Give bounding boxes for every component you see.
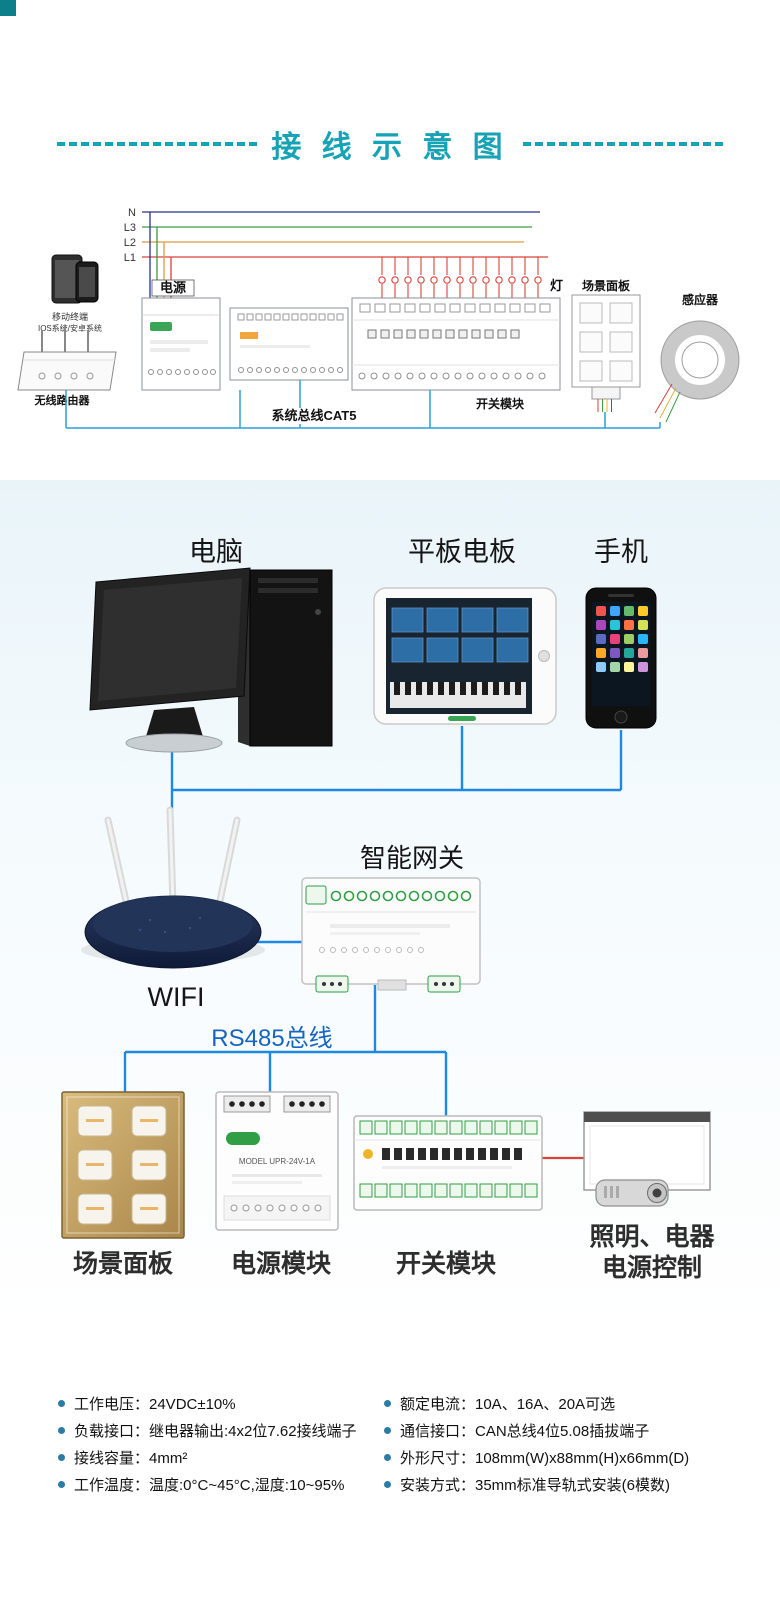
- spec-item: 通信接口：CAN总线4位5.08插拔端子: [384, 1417, 689, 1444]
- scene-panel-label: 场景面板: [72, 1250, 174, 1278]
- schematic-scene-panel: [571, 294, 641, 412]
- power-module-graphic: MODEL UPR-24V-1A: [215, 1091, 339, 1231]
- bullet-icon: [384, 1481, 391, 1488]
- spec-column-right: 额定电流：10A、16A、20A可选 通信接口：CAN总线4位5.08插拔端子 …: [384, 1390, 689, 1498]
- gateway-label: 智能网关: [359, 843, 465, 873]
- spec-text: 工作电压：24VDC±10%: [74, 1396, 236, 1413]
- spec-text: 通信接口：CAN总线4位5.08插拔端子: [400, 1423, 650, 1440]
- rs485-bus-label: RS485总线: [211, 1025, 333, 1052]
- spec-item: 额定电流：10A、16A、20A可选: [384, 1390, 689, 1417]
- wiring-schematic: N L3 L2 L1 灯: [17, 207, 740, 429]
- phone-graphic: [585, 587, 657, 729]
- spec-text: 负载接口：继电器输出:4x2位7.62接线端子: [74, 1423, 357, 1440]
- switch-module-label: 开关模块: [395, 1250, 497, 1278]
- wifi-label: WIFI: [147, 982, 205, 1012]
- spec-text: 外形尺寸：108mm(W)x88mm(H)x66mm(D): [400, 1450, 690, 1467]
- phone-label: 手机: [594, 537, 648, 567]
- lighting-control-label: 照明、电器 电源控制: [589, 1222, 714, 1284]
- line-label-n: N: [128, 207, 136, 219]
- bullet-icon: [384, 1400, 391, 1407]
- computer-label: 电脑: [189, 537, 243, 567]
- schematic-mobile-devices: [51, 254, 99, 304]
- corner-decoration: [0, 0, 16, 16]
- lamp-label: 灯: [550, 278, 563, 293]
- lighting-control-line1: 照明、电器: [589, 1223, 715, 1251]
- projector-screen-graphic: [583, 1111, 711, 1207]
- title-dash-left: [57, 142, 258, 146]
- bus-label-bg: [258, 408, 370, 424]
- bullet-icon: [58, 1400, 65, 1407]
- schematic-gateway-module: [229, 307, 349, 381]
- bullet-icon: [58, 1454, 65, 1461]
- switch-label-bg: [466, 396, 534, 411]
- line-label-l1: L1: [124, 252, 136, 264]
- system-diagram: MODEL UPR-24V-1A: [61, 567, 711, 1239]
- page-title: 接 线 示 意 图: [271, 131, 509, 164]
- schematic-switch-module: [351, 297, 561, 391]
- bullet-icon: [384, 1454, 391, 1461]
- bullet-icon: [384, 1427, 391, 1434]
- power-label: 电源: [160, 280, 186, 295]
- schematic-bus-lines: [65, 380, 661, 429]
- scene-panel-graphic: [61, 1091, 185, 1239]
- spec-text: 安装方式：35mm标准导轨式安装(6模数): [400, 1477, 671, 1494]
- power-label-box: [151, 279, 195, 297]
- switch-module-graphic: [353, 1115, 543, 1211]
- mobile-label-line2: IOS系统/安卓系统: [38, 323, 102, 333]
- spec-text: 接线容量：4mm²: [74, 1450, 188, 1467]
- spec-item: 工作电压：24VDC±10%: [58, 1390, 357, 1417]
- tablet-graphic: [373, 587, 557, 725]
- spec-text: 额定电流：10A、16A、20A可选: [400, 1396, 616, 1413]
- power-module-label: 电源模块: [230, 1250, 332, 1278]
- wifi-router-graphic: [81, 806, 265, 969]
- tablet-label: 平板电板: [408, 537, 516, 567]
- gateway-module-graphic: [301, 877, 481, 993]
- schematic-router: [17, 326, 117, 391]
- spec-item: 工作温度：温度:0°C~45°C,湿度:10~95%: [58, 1471, 357, 1498]
- router-label: 无线路由器: [34, 393, 91, 407]
- line-label-l3: L3: [124, 222, 136, 234]
- spec-column-left: 工作电压：24VDC±10% 负载接口：继电器输出:4x2位7.62接线端子 接…: [58, 1390, 357, 1498]
- bullet-icon: [58, 1427, 65, 1434]
- switch-module-schematic-label: 开关模块: [476, 396, 525, 411]
- schematic-power-module: [141, 297, 221, 391]
- sensor-label: 感应器: [682, 292, 719, 307]
- mobile-label-line1: 移动终端: [52, 311, 88, 322]
- power-lines: [142, 211, 548, 298]
- title-dash-right: [522, 142, 723, 146]
- bullet-icon: [58, 1481, 65, 1488]
- title-section: 接 线 示 意 图: [0, 122, 780, 166]
- schematic-sensor: [654, 320, 740, 423]
- spec-item: 外形尺寸：108mm(W)x88mm(H)x66mm(D): [384, 1444, 689, 1471]
- spec-item: 安装方式：35mm标准导轨式安装(6模数): [384, 1471, 689, 1498]
- line-label-l2: L2: [124, 237, 136, 249]
- scene-panel-schematic-label: 场景面板: [582, 278, 631, 293]
- bus-label: 系统总线CAT5: [272, 408, 357, 423]
- spec-text: 工作温度：温度:0°C~45°C,湿度:10~95%: [74, 1477, 345, 1494]
- computer-graphic: [89, 567, 333, 753]
- spec-item: 接线容量：4mm²: [58, 1444, 357, 1471]
- power-module-model-text: MODEL UPR-24V-1A: [239, 1157, 316, 1166]
- lamp-wires: [378, 257, 542, 298]
- lighting-control-line2: 电源控制: [601, 1254, 703, 1282]
- spec-item: 负载接口：继电器输出:4x2位7.62接线端子: [58, 1417, 357, 1444]
